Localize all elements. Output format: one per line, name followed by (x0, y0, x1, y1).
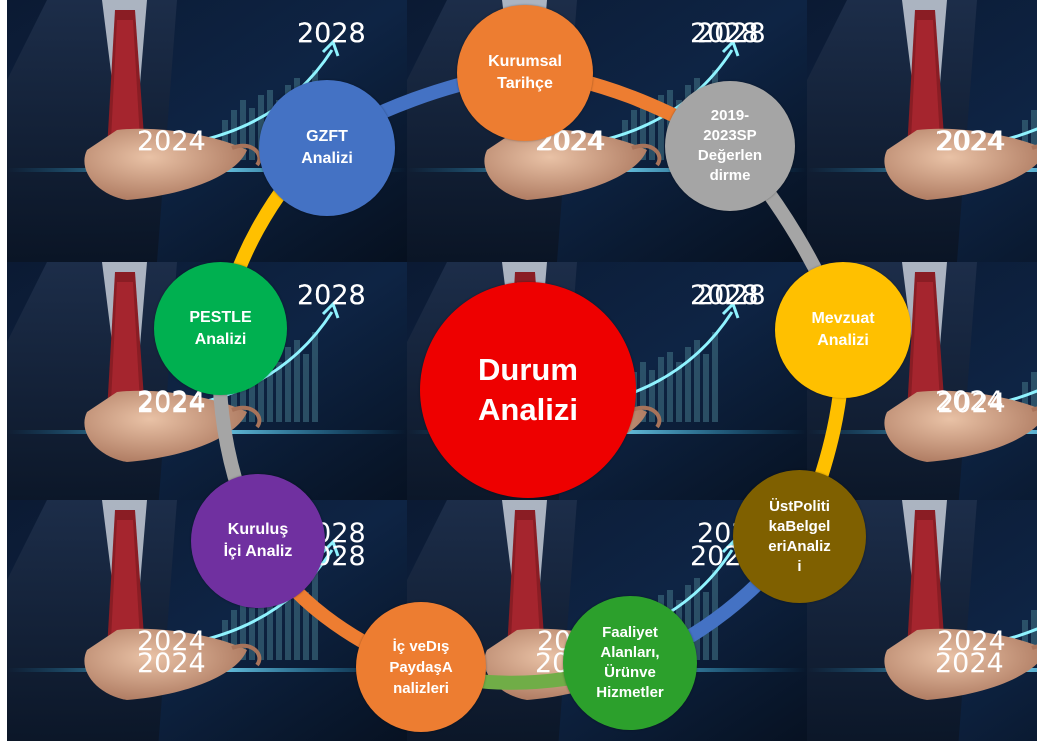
node-label: İç veDış PaydaşA nalizleri (389, 637, 453, 697)
tile-year-2028: 2028 (690, 18, 759, 49)
node-pestle-analizi: PESTLE Analizi (154, 262, 287, 395)
tile-year-labels: 2028 2028 2024 2024 2024 2028 2028 2024 … (137, 18, 1004, 679)
tile-year-2024: 2024 (935, 126, 1004, 157)
node-mevzuat-analizi: Mevzuat Analizi (775, 262, 911, 398)
tile-year-2028: 2028 (297, 18, 366, 49)
node-label: Kuruluş İçi Analiz (223, 521, 293, 560)
node-kurumsal-tarihce: Kurumsal Tarihçe (457, 5, 593, 141)
tile-year-2028: 2028 (690, 280, 759, 311)
node-label: PESTLE Analizi (189, 308, 252, 348)
node-sp-degerlendirme: 2019- 2023SP Değerlen dirme (665, 81, 795, 211)
node-label: ÜstPoliti kaBelgel eriAnaliz i (768, 497, 831, 575)
node-label: GZFT Analizi (301, 128, 353, 167)
node-ust-politika-belgeleri: ÜstPoliti kaBelgel eriAnaliz i (733, 470, 866, 603)
node-label: Faaliyet Alanları, Ürünve Hizmetler (596, 624, 664, 701)
tile-year-2024: 2024 (137, 648, 206, 679)
tile-year-2024: 2024 (137, 386, 206, 417)
tile-year-2024: 2024 (935, 386, 1004, 417)
center-node-durum-analizi: Durum Analiz​i (420, 282, 636, 498)
node-label: Mevzuat Analizi (811, 310, 875, 349)
node-faaliyet-alanlari: Faaliyet Alanları, Ürünve Hizmetler (563, 596, 697, 730)
node-gzft-analizi: GZFT Analizi (259, 80, 395, 216)
tile-year-2028: 2028 (297, 280, 366, 311)
tile-year-2024: 2024 (137, 126, 206, 157)
node-ic-dis-paydas: İç veDış PaydaşA nalizleri (356, 602, 486, 732)
node-label: 2019- 2023SP Değerlen dirme (697, 107, 763, 184)
center-node-label: Durum Analiz​i (478, 352, 578, 427)
node-label: Kurumsal Tarihçe (488, 53, 562, 92)
node-kurulus-ici-analiz: Kuruluş İçi Analiz (191, 474, 325, 608)
tile-year-2024: 2024 (935, 648, 1004, 679)
